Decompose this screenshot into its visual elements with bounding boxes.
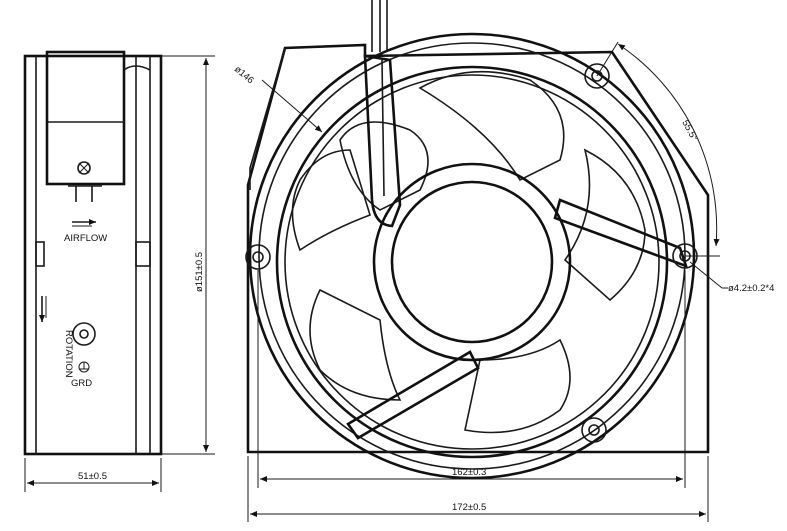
side-housing-outline	[23, 54, 163, 456]
outer-ring-inner	[258, 42, 686, 470]
airflow-label: AIRFLOW	[64, 233, 107, 244]
hole-diameter-label: ø4.2±0.2*4	[728, 283, 774, 294]
angle-dim-label: 55.5°	[679, 118, 699, 143]
front-view: ø146 55.5° ø4.2±0.2*4 162±0.3 172±0.5	[232, 0, 774, 522]
venturi-ring-inner	[284, 74, 660, 450]
hole-diameter-leader	[689, 261, 723, 289]
outer-ring	[248, 32, 696, 480]
terminal-box-side	[249, 47, 286, 190]
terminal-box	[45, 50, 126, 186]
mount-hole-bottom	[581, 417, 607, 443]
terminal-screw-icon	[77, 161, 91, 175]
fan-blade-6	[291, 149, 371, 252]
front-housing-outline	[246, 43, 710, 454]
wire-channel-spoke	[363, 54, 402, 228]
ground-terminal-hole	[79, 329, 89, 339]
outer-diameter-label: ø146	[232, 64, 256, 86]
ground-terminal-ring	[72, 322, 96, 346]
depth-dim-label: 51±0.5	[78, 471, 107, 482]
angle-dim-arc	[617, 43, 720, 247]
hub-inner	[390, 180, 554, 344]
rotation-label: ROTATION	[63, 330, 74, 378]
hole-spacing-label: 162±0.3	[452, 467, 486, 478]
height-dim-label: ø151±0.5	[194, 252, 205, 292]
fan-blade-5	[309, 288, 402, 401]
side-notch-right	[135, 241, 151, 267]
mount-hole-left	[245, 244, 271, 270]
outer-diameter-leader	[261, 79, 323, 133]
lower-spoke	[346, 350, 480, 440]
mount-hole-top-right	[584, 63, 610, 89]
wire-channel-inner	[381, 59, 385, 197]
side-notch-left	[35, 241, 45, 267]
fan-blade-4	[464, 338, 571, 434]
side-view: AIRFLOW ROTATION GRD ø151±0.5 51±0.5	[23, 50, 215, 492]
angle-ext-top	[596, 41, 619, 77]
venturi-ring	[275, 65, 669, 459]
ground-label: GRD	[71, 378, 92, 389]
lead-wire-curve	[123, 65, 151, 71]
overall-width-label: 172±0.5	[452, 502, 486, 513]
hub-outer	[372, 162, 572, 362]
fan-blade-2	[418, 70, 565, 182]
